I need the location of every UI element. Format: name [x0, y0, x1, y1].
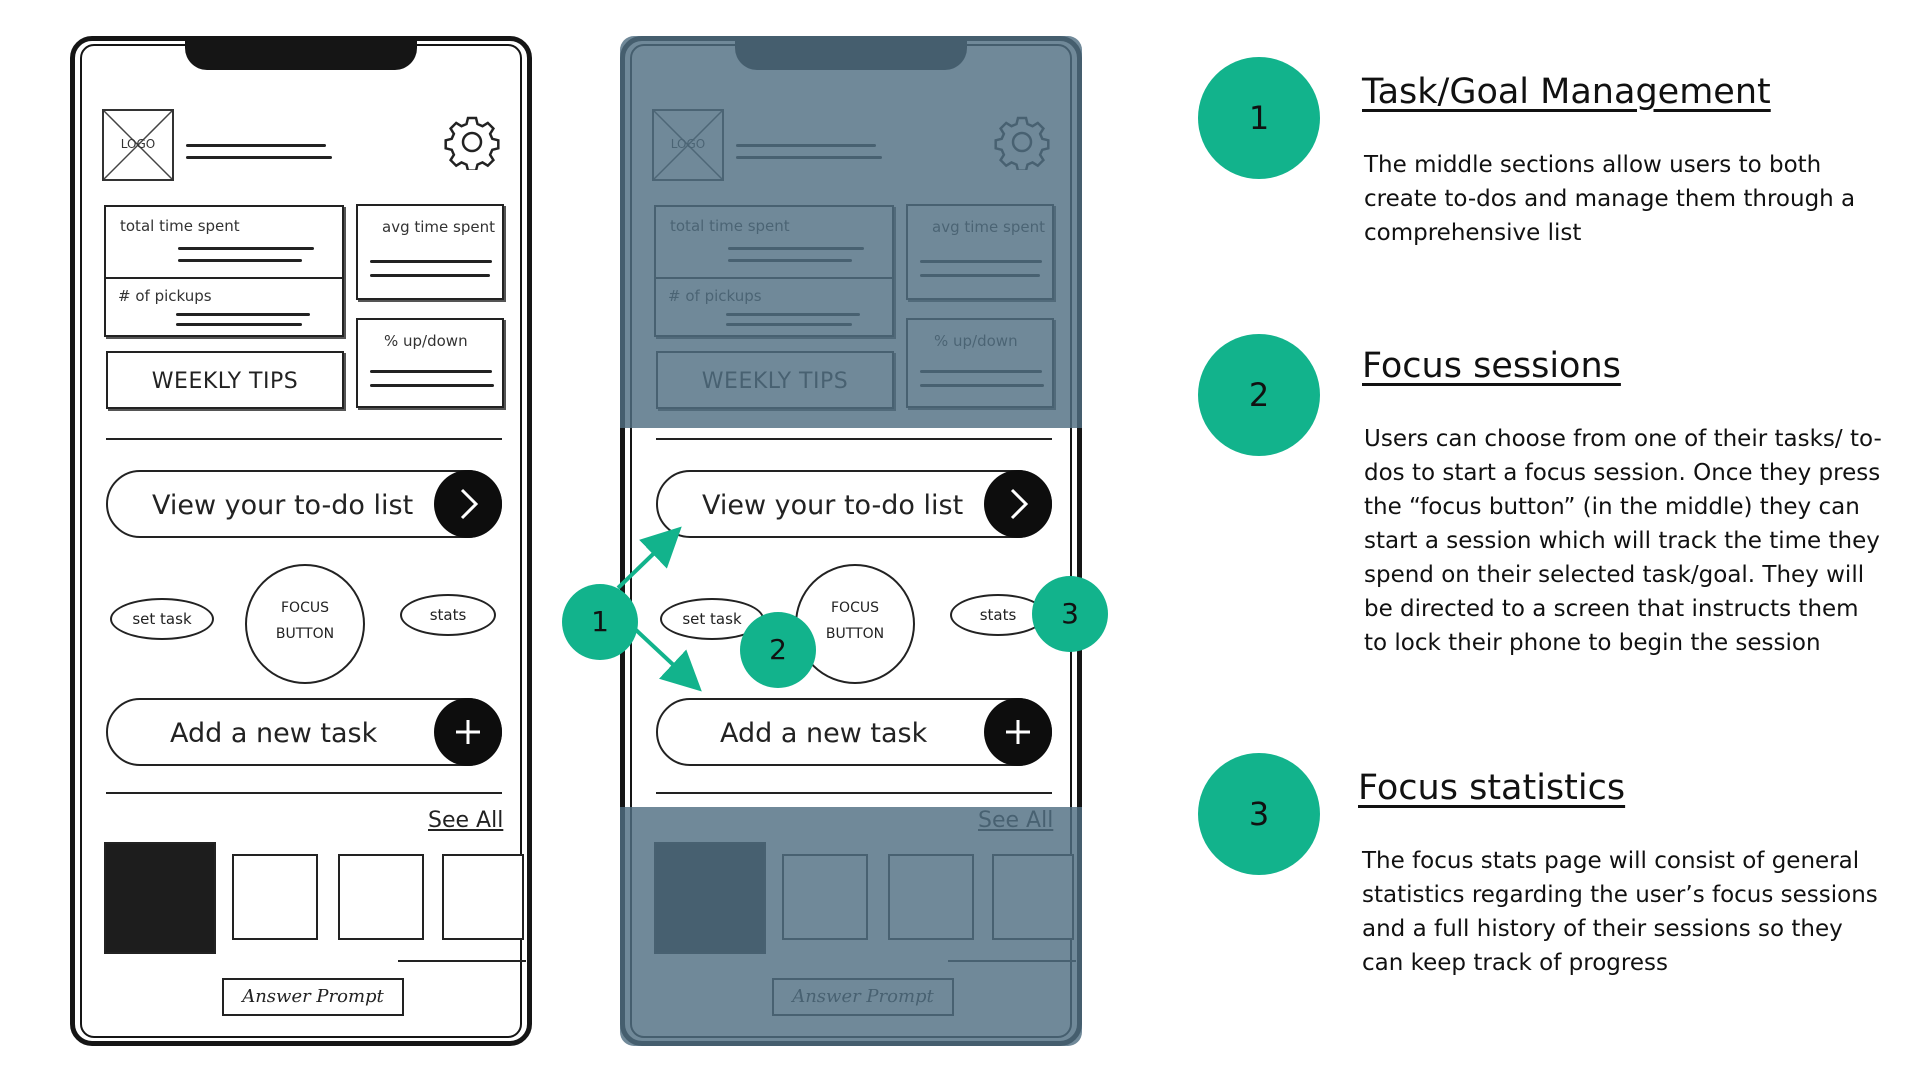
- value-line: [370, 260, 492, 263]
- phone-wireframe-left: LOGO total time spent # of pickups avg t…: [70, 36, 532, 1046]
- section-number-1: 1: [1198, 57, 1320, 179]
- callout-badge-3: 3: [1032, 576, 1108, 652]
- avg-time-label: avg time spent: [382, 218, 495, 236]
- pickups-label: # of pickups: [118, 287, 212, 305]
- focus-label-2: BUTTON: [275, 626, 335, 642]
- logo-placeholder: LOGO: [102, 109, 174, 181]
- add-task-button[interactable]: Add a new task: [656, 698, 1052, 766]
- weekly-tips-label: WEEKLY TIPS: [151, 369, 299, 394]
- thumbnail[interactable]: [104, 842, 216, 954]
- add-task-label: Add a new task: [170, 718, 378, 749]
- section-number-2: 2: [1198, 334, 1320, 456]
- section-body-task-goal: The middle sections allow users to both …: [1364, 152, 1856, 246]
- value-line: [370, 384, 494, 387]
- dimmed-overlay-bottom: [620, 807, 1082, 1046]
- section-title-focus-statistics: Focus statistics: [1358, 768, 1626, 808]
- total-time-label: total time spent: [120, 217, 240, 235]
- todo-list-label: View your to-do list: [702, 490, 964, 521]
- plus-icon[interactable]: [984, 698, 1052, 766]
- value-line: [370, 274, 490, 277]
- add-task-label: Add a new task: [720, 718, 928, 749]
- dimmed-overlay-top: [620, 36, 1082, 428]
- value-line: [176, 313, 310, 316]
- arrow-to-add-task: [634, 628, 702, 692]
- todo-list-label: View your to-do list: [152, 490, 414, 521]
- section-title-focus-sessions: Focus sessions: [1362, 346, 1621, 386]
- image-placeholder-icon: [104, 111, 172, 179]
- focus-label-2: BUTTON: [825, 626, 885, 642]
- section-divider: [106, 792, 502, 794]
- plus-icon[interactable]: [434, 698, 502, 766]
- up-down-label: % up/down: [384, 332, 468, 350]
- arrow-to-todo: [616, 526, 682, 590]
- phone-notch: [185, 36, 417, 70]
- section-body-focus-statistics: The focus stats page will consist of gen…: [1362, 848, 1878, 976]
- card-divider: [106, 277, 342, 279]
- thumbnail[interactable]: [338, 854, 424, 940]
- scroll-indicator: [398, 960, 526, 962]
- focus-button[interactable]: FOCUS BUTTON: [795, 564, 915, 684]
- set-task-button[interactable]: set task: [110, 598, 214, 640]
- focus-button[interactable]: FOCUS BUTTON: [245, 564, 365, 684]
- chevron-right-icon[interactable]: [434, 470, 502, 538]
- section-divider: [656, 792, 1052, 794]
- add-task-button[interactable]: Add a new task: [106, 698, 502, 766]
- answer-prompt-button[interactable]: Answer Prompt: [222, 978, 404, 1016]
- section-divider: [656, 438, 1052, 440]
- logo-label: LOGO: [120, 137, 156, 151]
- chevron-right-icon[interactable]: [984, 470, 1052, 538]
- title-line: [186, 144, 326, 147]
- section-title-task-goal: Task/Goal Management: [1362, 72, 1771, 112]
- todo-list-button[interactable]: View your to-do list: [656, 470, 1052, 538]
- up-down-card[interactable]: % up/down: [356, 318, 504, 408]
- callout-badge-2: 2: [740, 612, 816, 688]
- value-line: [178, 259, 302, 262]
- focus-label-1: FOCUS: [281, 600, 329, 616]
- section-body-focus-sessions: Users can choose from one of their tasks…: [1364, 426, 1882, 656]
- see-all-link[interactable]: See All: [428, 808, 504, 833]
- phone-wireframe-right: LOGO total time spent # of pickups avg t…: [620, 36, 1082, 1046]
- avg-time-card[interactable]: avg time spent: [356, 204, 504, 300]
- stats-button[interactable]: stats: [950, 594, 1046, 636]
- total-time-card[interactable]: total time spent # of pickups: [104, 205, 344, 337]
- todo-list-button[interactable]: View your to-do list: [106, 470, 502, 538]
- value-line: [176, 323, 302, 326]
- stats-button[interactable]: stats: [400, 594, 496, 636]
- weekly-tips-card[interactable]: WEEKLY TIPS: [106, 351, 344, 409]
- value-line: [370, 370, 492, 373]
- focus-label-1: FOCUS: [831, 600, 879, 616]
- section-number-3: 3: [1198, 753, 1320, 875]
- title-line: [186, 156, 332, 159]
- gear-icon[interactable]: [444, 114, 500, 170]
- callout-badge-1: 1: [562, 584, 638, 660]
- value-line: [178, 247, 314, 250]
- thumbnail[interactable]: [232, 854, 318, 940]
- section-divider: [106, 438, 502, 440]
- thumbnail[interactable]: [442, 854, 524, 940]
